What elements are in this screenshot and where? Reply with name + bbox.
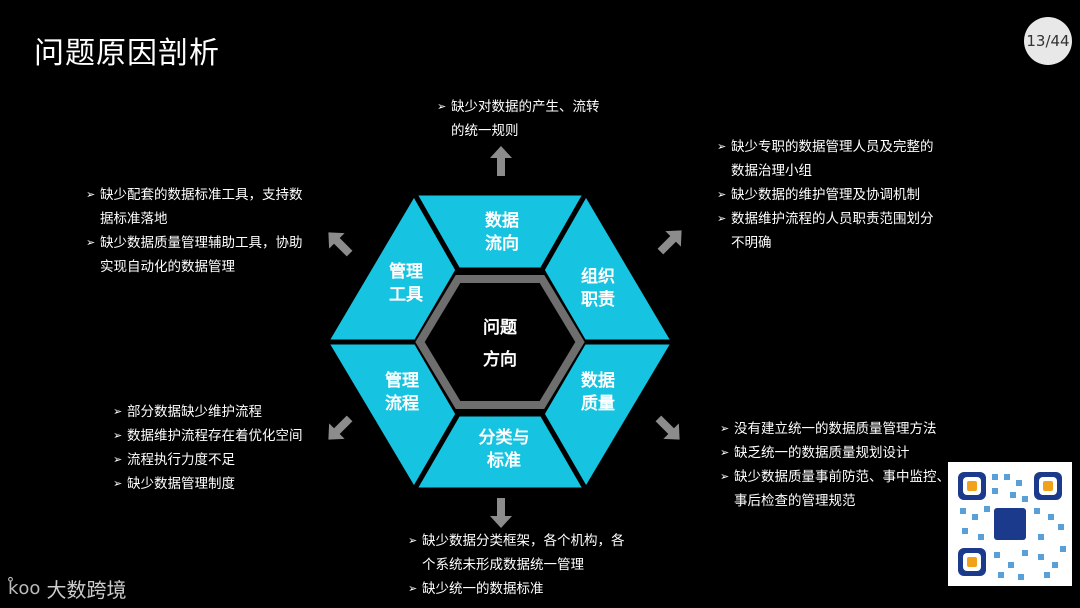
bullet-marker: ➢	[113, 405, 123, 418]
qr-code	[948, 462, 1072, 586]
note-text: 事后检查的管理规范	[734, 493, 856, 509]
arrow-up-left-icon	[328, 232, 353, 257]
bullet-marker: ➢	[720, 470, 730, 483]
note-text: 数据治理小组	[731, 163, 812, 179]
bullet-marker: ➢	[717, 140, 727, 153]
brand-logo-mark: k̊oo	[8, 578, 41, 599]
bullet-marker: ➢	[408, 534, 418, 547]
segment-lower-right-label-2: 质量	[581, 393, 615, 414]
arrow-down-icon	[490, 498, 512, 528]
bullet-marker: ➢	[720, 446, 730, 459]
bullet-marker: ➢	[717, 188, 727, 201]
note-text: 缺少数据质量事前防范、事中监控、	[734, 469, 950, 485]
brand-name: 大数跨境	[46, 578, 127, 602]
bullet-marker: ➢	[113, 453, 123, 466]
note-text: 个系统未形成数据统一管理	[422, 557, 584, 573]
notes-bottom: ➢ 缺少数据分类框架，各个机构，各 个系统未形成数据统一管理 ➢ 缺少统一的数据标准	[408, 529, 625, 601]
bullet-marker: ➢	[437, 100, 447, 113]
note-text: 不明确	[731, 235, 772, 251]
note-text: 缺少数据分类框架，各个机构，各	[422, 533, 625, 549]
hexagon-diagram: 问题 方向 数据 流向 组织 职责 数据 质量 分类与 标准 管理 流程 管理 …	[321, 188, 679, 495]
bullet-marker: ➢	[86, 236, 96, 249]
center-hexagon	[415, 275, 585, 409]
segment-bottom-label-2: 标准	[487, 450, 521, 471]
segment-upper-right-label-2: 职责	[581, 290, 615, 310]
note-text: 数据维护流程存在着优化空间	[127, 428, 303, 444]
note-text: 据标准落地	[100, 211, 168, 227]
note-text: 缺少数据质量管理辅助工具，协助	[100, 235, 303, 251]
notes-top: ➢ 缺少对数据的产生、流转 的统一规则	[437, 95, 600, 143]
note-text: 流程执行力度不足	[127, 452, 235, 468]
segment-top-label-2: 流向	[485, 233, 519, 254]
segment-top-label-1: 数据	[485, 210, 519, 231]
segment-upper-right-label-1: 组织	[581, 266, 615, 287]
segment-lower-right-label-1: 数据	[581, 370, 615, 391]
page-number-badge: 13/44	[1024, 17, 1072, 65]
note-text: 数据维护流程的人员职责范围划分	[731, 211, 934, 227]
brand-logo: k̊oo 大数跨境	[8, 574, 126, 603]
notes-upper-right: ➢缺少专职的数据管理人员及完整的 数据治理小组 ➢缺少数据的维护管理及协调机制 …	[717, 135, 934, 255]
note-text: 缺少统一的数据标准	[422, 581, 544, 597]
bullet-marker: ➢	[86, 188, 96, 201]
bullet-marker: ➢	[113, 477, 123, 490]
note-text: 缺少配套的数据标准工具，支持数	[100, 187, 303, 203]
center-label-2: 方向	[483, 349, 517, 370]
arrow-down-left-icon	[328, 415, 353, 440]
arrow-down-right-icon	[655, 415, 680, 440]
segment-bottom-label-1: 分类与	[479, 427, 530, 448]
segment-lower-left-label-2: 流程	[385, 393, 419, 414]
segment-upper-left	[321, 188, 461, 345]
segment-upper-left-label-2: 工具	[389, 285, 423, 305]
note-text: 没有建立统一的数据质量管理方法	[734, 421, 937, 437]
note-text: 部分数据缺少维护流程	[127, 404, 262, 420]
slide-title: 问题原因剖析	[34, 36, 220, 71]
segment-lower-left-label-1: 管理	[385, 370, 419, 391]
note-text: 缺少对数据的产生、流转	[451, 99, 600, 115]
qr-code-icon	[948, 462, 1072, 586]
notes-lower-right: ➢ 没有建立统一的数据质量管理方法 ➢ 缺乏统一的数据质量规划设计 ➢ 缺少数据质量事…	[720, 417, 950, 513]
note-text: 缺乏统一的数据质量规划设计	[734, 445, 910, 461]
arrow-up-right-icon	[657, 230, 682, 255]
note-text: 的统一规则	[451, 123, 519, 139]
note-text: 缺少专职的数据管理人员及完整的	[731, 139, 934, 155]
note-text: 缺少数据管理制度	[127, 476, 235, 492]
hexagon-svg: 问题 方向 数据 流向 组织 职责 数据 质量 分类与 标准 管理 流程 管理 …	[321, 188, 679, 495]
arrow-up-icon	[490, 146, 512, 176]
bullet-marker: ➢	[408, 582, 418, 595]
note-text: 缺少数据的维护管理及协调机制	[731, 187, 920, 203]
center-label-1: 问题	[483, 317, 518, 338]
bullet-marker: ➢	[113, 429, 123, 442]
bullet-marker: ➢	[717, 212, 727, 225]
segment-upper-left-label-1: 管理	[389, 261, 423, 282]
notes-upper-left: ➢缺少配套的数据标准工具，支持数 据标准落地 ➢缺少数据质量管理辅助工具，协助 …	[86, 183, 303, 279]
bullet-marker: ➢	[720, 422, 730, 435]
note-text: 实现自动化的数据管理	[100, 259, 235, 275]
notes-lower-left: ➢ 部分数据缺少维护流程 ➢ 数据维护流程存在着优化空间 ➢ 流程执行力度不足 ➢ 缺少…	[113, 400, 303, 496]
